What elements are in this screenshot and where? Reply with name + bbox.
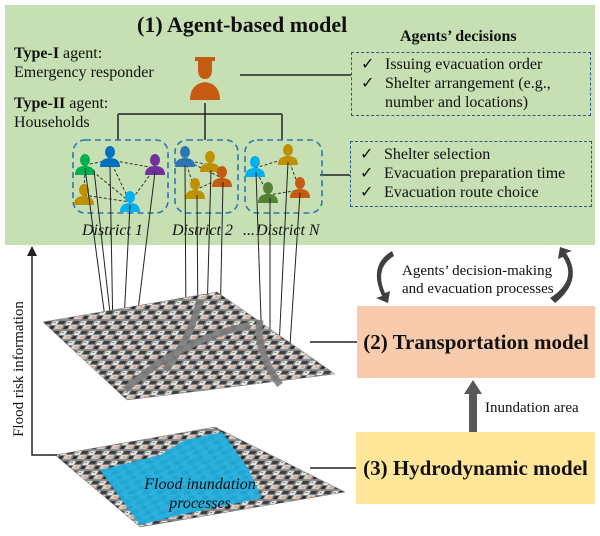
transportation-roads bbox=[122, 299, 283, 393]
type2-agent-label: Type-II agent: bbox=[14, 94, 108, 113]
agent-based-model-title: (1) Agent-based model bbox=[137, 12, 348, 37]
type2-rest: agent: bbox=[65, 95, 109, 112]
household-agent-icon bbox=[200, 151, 220, 172]
flood-processes-line2: processes bbox=[169, 495, 231, 512]
household-agent-icon bbox=[258, 182, 278, 203]
flood-processes-label: Flood inundation processes bbox=[140, 475, 260, 513]
hydrodynamic-model-box: (3) Hydrodynamic model bbox=[356, 432, 595, 504]
check-icon: ✓ bbox=[360, 165, 374, 182]
decision-item: ✓ Shelter selection bbox=[360, 145, 591, 164]
household-agent-icon bbox=[185, 178, 205, 199]
household-agent-icon bbox=[74, 184, 94, 205]
responder-icon bbox=[190, 57, 220, 100]
district-2-box bbox=[174, 139, 239, 214]
decision-item: ✓ Evacuation route choice bbox=[360, 183, 591, 202]
responder-decisions-box: ✓ Issuing evacuation order ✓ Shelter arran… bbox=[351, 52, 591, 116]
decision-text: Shelter arrangement (e.g., bbox=[385, 75, 551, 92]
decision-text: Issuing evacuation order bbox=[385, 56, 543, 73]
flood-risk-arrowhead bbox=[27, 246, 37, 256]
transportation-model-box: (2) Transportation model bbox=[357, 306, 595, 378]
household-agent-icon bbox=[278, 144, 298, 165]
decision-item: ✓ Issuing evacuation order bbox=[361, 55, 590, 74]
district-n-box bbox=[244, 139, 323, 214]
agent-based-model-panel bbox=[5, 5, 595, 245]
decision-text: Evacuation route choice bbox=[384, 184, 539, 201]
inundation-arrowhead bbox=[464, 380, 482, 394]
type2-bold: Type-II bbox=[14, 95, 66, 112]
inundation-arrow-shaft bbox=[469, 392, 477, 432]
household-agent-icon bbox=[245, 156, 265, 177]
decisions-heading: Agents’ decisions bbox=[400, 28, 517, 45]
decision-item: number and locations) bbox=[361, 93, 590, 112]
flood-area bbox=[100, 432, 262, 525]
cycle-arrows bbox=[376, 247, 573, 303]
decision-item: ✓ Evacuation preparation time bbox=[360, 164, 591, 183]
household-agent-icon bbox=[212, 166, 232, 187]
district-1-box bbox=[72, 139, 169, 214]
check-icon: ✓ bbox=[360, 146, 374, 163]
district-2-label: District 2 bbox=[172, 222, 233, 239]
decision-text: Evacuation preparation time bbox=[384, 165, 566, 182]
district-ellipsis: ... bbox=[243, 222, 255, 239]
type1-role: Emergency responder bbox=[14, 64, 154, 81]
household-agent-icon bbox=[175, 146, 195, 167]
check-icon: ✓ bbox=[361, 75, 375, 92]
household-agents bbox=[74, 144, 310, 212]
decision-text: Shelter selection bbox=[384, 146, 491, 163]
transportation-model-title: (2) Transportation model bbox=[363, 329, 589, 354]
district-1-label: District 1 bbox=[82, 222, 143, 239]
household-agent-icon bbox=[100, 146, 120, 167]
type1-agent-label: Type-I agent: bbox=[14, 44, 102, 63]
type2-role: Households bbox=[14, 114, 90, 131]
decision-item: ✓ Shelter arrangement (e.g., bbox=[361, 74, 590, 93]
inundation-area-label: Inundation area bbox=[485, 400, 579, 416]
check-icon: ✓ bbox=[361, 56, 375, 73]
flood-risk-arrow bbox=[31, 252, 57, 456]
cycle-label-line1: Agents’ decision-making bbox=[402, 263, 553, 279]
district-n-label: District N bbox=[256, 222, 320, 239]
hierarchy-lines bbox=[117, 74, 351, 176]
flood-processes-line1: Flood inundation bbox=[144, 476, 256, 493]
type1-rest: agent: bbox=[59, 45, 103, 62]
check-icon: ✓ bbox=[360, 184, 374, 201]
flood-risk-label: Flood risk information bbox=[11, 301, 27, 437]
type1-bold: Type-I bbox=[14, 45, 60, 62]
hydrodynamic-model-title: (3) Hydrodynamic model bbox=[363, 455, 588, 480]
cycle-label-line2: and evacuation processes bbox=[402, 281, 554, 297]
household-decisions-box: ✓ Shelter selection ✓ Evacuation preparati… bbox=[350, 141, 592, 207]
decision-text: number and locations) bbox=[385, 94, 529, 111]
household-agent-icon bbox=[145, 154, 165, 175]
household-agent-icon bbox=[75, 154, 95, 175]
